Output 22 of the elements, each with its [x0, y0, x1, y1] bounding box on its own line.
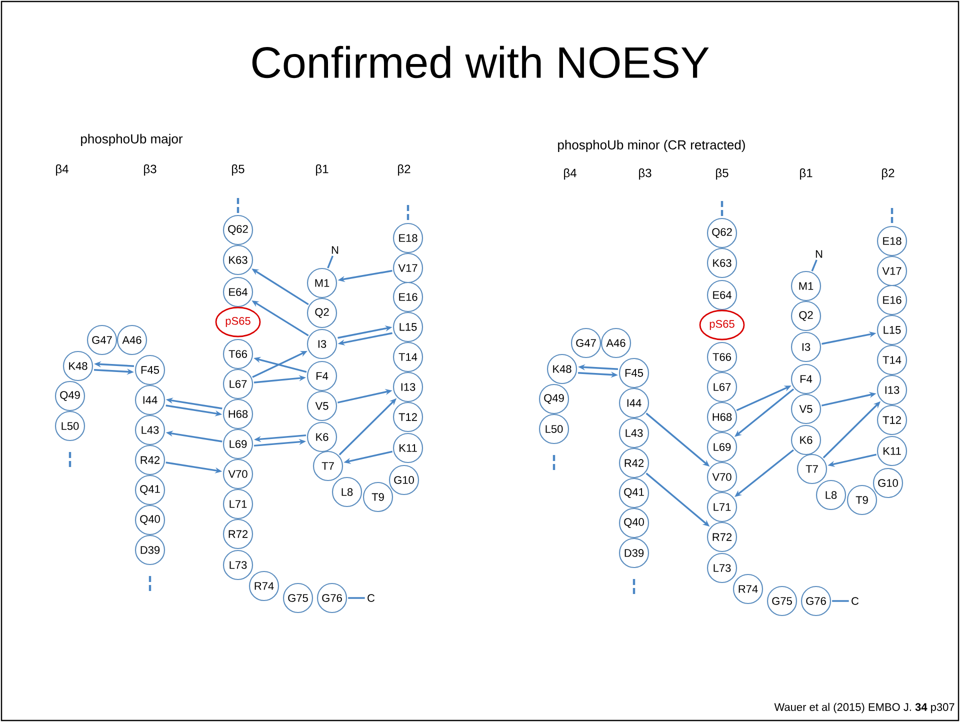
strand-label: β4 [56, 164, 68, 176]
citation: Wauer et al (2015) EMBO J. 34 p307 [774, 702, 954, 714]
panel-heading: phosphoUb minor (CR retracted) [558, 140, 745, 152]
terminus-label: N [816, 250, 822, 258]
strand-label: β1 [800, 168, 812, 180]
terminus-label: N [332, 246, 338, 254]
strand-label: β4 [564, 168, 576, 180]
panel-heading: phosphoUb major [81, 134, 183, 146]
chain-stub [832, 600, 849, 602]
strand-label: β1 [316, 164, 328, 176]
terminus-label: C [852, 597, 859, 605]
strand-label: β2 [882, 168, 894, 180]
strand-label: β3 [144, 164, 156, 176]
chain-stub [327, 256, 334, 268]
strand-label: β5 [716, 168, 728, 180]
slide-title: Confirmed with NOESY [252, 46, 709, 78]
strand-label: β5 [232, 164, 244, 176]
strand-label: β3 [639, 168, 652, 180]
chain-stub [811, 260, 818, 272]
terminus-label: C [368, 594, 375, 602]
strand-label: β2 [398, 164, 410, 176]
chain-stub [348, 597, 365, 599]
